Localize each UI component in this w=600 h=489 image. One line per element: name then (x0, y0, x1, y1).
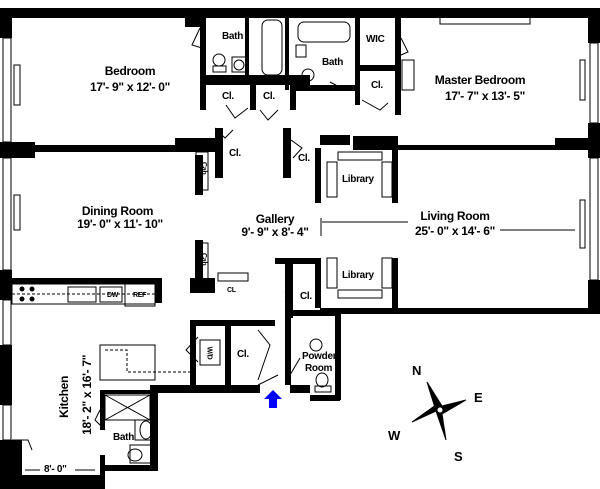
compass-rose-icon (411, 381, 467, 441)
room-label-living-room: Living Room (420, 209, 490, 223)
room-dim-bedroom: 17'- 9" x 12'- 0" (89, 80, 171, 94)
label-powder-room-1: Powder (302, 351, 337, 362)
label-ref: REF (133, 292, 147, 299)
room-dim-master-bedroom: 17'- 7" x 13'- 5" (444, 89, 526, 103)
label-bath-1: Bath (222, 31, 244, 42)
room-label-gallery: Gallery (255, 212, 295, 226)
label-dw: DW (107, 292, 119, 299)
compass-north-label: N (412, 363, 422, 378)
room-label-master-bedroom: Master Bedroom (434, 73, 526, 87)
room-dim-dining-room: 19'- 0" x 11'- 10" (77, 217, 163, 231)
room-label-kitchen: Kitchen (57, 375, 72, 418)
label-closet-7: Cl. (237, 349, 249, 360)
room-dim-kitchen: 18'- 2" x 16'- 7" (80, 354, 95, 435)
label-kitchen-width: 8'- 0" (44, 464, 67, 475)
label-bath-2: Bath (322, 57, 344, 68)
label-closet-small: CL (227, 287, 236, 294)
label-wd: W/D (205, 346, 213, 360)
room-label-dining-room: Dining Room (81, 204, 154, 218)
compass-east-label: E (474, 390, 483, 405)
label-closet-4: Cl. (229, 148, 241, 159)
room-dim-living-room: 25'- 0" x 14'- 6" (414, 224, 496, 238)
label-library-1: Library (342, 174, 374, 185)
label-cab-1: Cab. (200, 162, 208, 177)
compass-south-label: S (454, 449, 463, 464)
room-label-bedroom: Bedroom (104, 64, 156, 78)
entrance-arrow-icon (264, 390, 282, 408)
label-powder-room-2: Room (305, 363, 333, 374)
room-dim-gallery: 9'- 9" x 8'- 4" (241, 225, 309, 239)
label-closet-1: Cl. (222, 91, 234, 102)
label-closet-5: Cl. (298, 153, 310, 164)
label-closet-2: Cl. (263, 91, 275, 102)
label-cab-2: Cab. (200, 253, 208, 268)
label-library-2: Library (342, 270, 374, 281)
label-bath-3: Bath (113, 432, 135, 443)
label-closet-6: Cl. (300, 291, 312, 302)
label-closet-3: Cl. (371, 80, 383, 91)
compass-west-label: W (388, 428, 401, 443)
label-wic: WIC (366, 34, 385, 45)
